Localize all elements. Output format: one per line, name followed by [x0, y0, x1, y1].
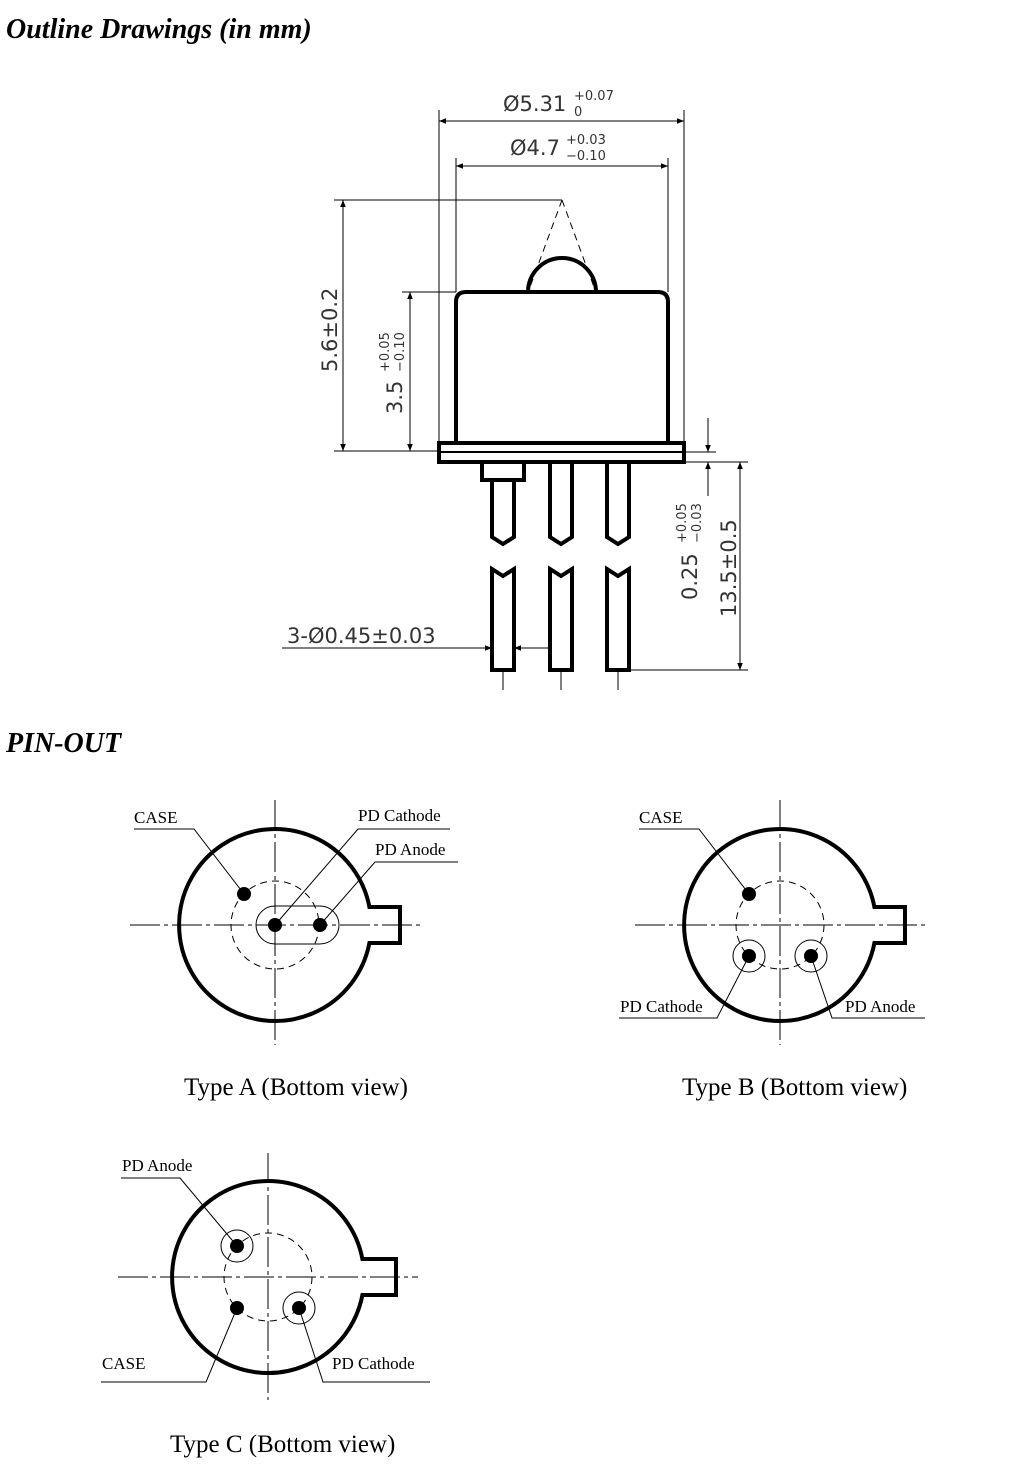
type-b-pd-anode-label: PD Anode	[845, 997, 915, 1016]
lead-3-lower	[605, 565, 631, 672]
type-a-header-outline	[177, 827, 402, 1023]
type-c-header-outline	[170, 1179, 398, 1375]
type-a-pd-cathode-leader	[274, 828, 450, 926]
type-a-case-leader	[134, 828, 245, 895]
type-c-pd-anode-label: PD Anode	[122, 1156, 192, 1175]
lead-length-value: 13.5±0.5	[717, 519, 741, 617]
lead-2-upper	[548, 462, 574, 547]
outline-drawing: Ø5.31 +0.07 0 Ø4.7 +0.03 −0.10 5.6±0.2 3…	[282, 89, 748, 690]
cap-height-value: 3.5	[383, 381, 407, 414]
type-c-pd-cathode-insulator	[282, 1291, 316, 1325]
total-height-value: 5.6±0.2	[318, 288, 342, 372]
type-c-pd-anode-leader	[121, 1177, 238, 1247]
type-a-pd-cathode-label: PD Cathode	[358, 806, 441, 825]
lead-2-lower	[548, 565, 574, 672]
type-c-pd-anode-insulator	[220, 1229, 254, 1263]
type-b-pd-anode-leader	[810, 955, 925, 1019]
type-b-pd-cathode-label: PD Cathode	[620, 997, 703, 1016]
extension-lines-top	[438, 110, 685, 443]
extension-lines-left	[334, 199, 562, 452]
lead-center-lines	[502, 670, 619, 690]
type-b-case-leader	[639, 828, 750, 895]
type-a-pd-insulator	[255, 905, 340, 945]
lead-1-upper	[490, 480, 516, 547]
flange-lower-tol: −0.03	[690, 503, 705, 543]
lens-dome	[526, 256, 598, 293]
type-b-header-outline	[682, 827, 907, 1023]
type-a-caption: Type A (Bottom view)	[184, 1074, 408, 1101]
cap-diameter-upper-tol: +0.07	[574, 89, 614, 104]
body-diameter-upper-tol: +0.03	[566, 133, 606, 148]
cap-body	[454, 290, 670, 442]
flange-value: 0.25	[678, 553, 702, 600]
lead-stub	[480, 460, 526, 482]
lens-cone	[529, 199, 595, 288]
body-diameter-lower-tol: −0.10	[566, 149, 606, 164]
lead-3-upper	[605, 462, 631, 547]
type-b-pd-anode-insulator	[794, 939, 828, 973]
outline-drawings-heading: Outline Drawings (in mm)	[6, 14, 312, 45]
pinout-heading: PIN-OUT	[6, 728, 122, 759]
type-b-case-label: CASE	[639, 808, 682, 827]
cap-diameter-value: Ø5.31	[503, 92, 566, 116]
pinout-type-c: PD Anode CASE PD Cathode Type C (Bottom …	[101, 1153, 430, 1458]
flange-upper-tol: +0.05	[675, 503, 690, 543]
type-b-pd-cathode-insulator	[732, 939, 766, 973]
type-c-pin-circle	[223, 1232, 313, 1322]
type-a-pd-anode-label: PD Anode	[375, 840, 445, 859]
type-a-case-label: CASE	[134, 808, 177, 827]
cap-height-lower-tol: −0.10	[393, 332, 408, 372]
cap-height-upper-tol: +0.05	[378, 332, 393, 372]
pinout-type-b: CASE PD Cathode PD Anode Type B (Bottom …	[619, 800, 925, 1101]
type-c-pd-cathode-label: PD Cathode	[332, 1354, 415, 1373]
body-diameter-value: Ø4.7	[510, 136, 560, 160]
pinout-type-a: CASE PD Cathode PD Anode Type A (Bottom …	[130, 800, 458, 1101]
type-c-pd-cathode-leader	[298, 1307, 430, 1383]
lead-1-lower	[490, 565, 516, 672]
type-a-pd-anode-leader	[319, 861, 458, 926]
type-c-case-label: CASE	[102, 1354, 145, 1373]
type-c-caption: Type C (Bottom view)	[170, 1431, 395, 1458]
type-b-caption: Type B (Bottom view)	[682, 1074, 907, 1101]
type-b-pd-cathode-leader	[619, 955, 750, 1019]
cap-diameter-lower-tol: 0	[574, 105, 582, 120]
lead-diameter-value: 3-Ø0.45±0.03	[287, 624, 436, 648]
type-b-pin-circle	[735, 880, 825, 970]
type-c-case-leader	[101, 1307, 238, 1383]
